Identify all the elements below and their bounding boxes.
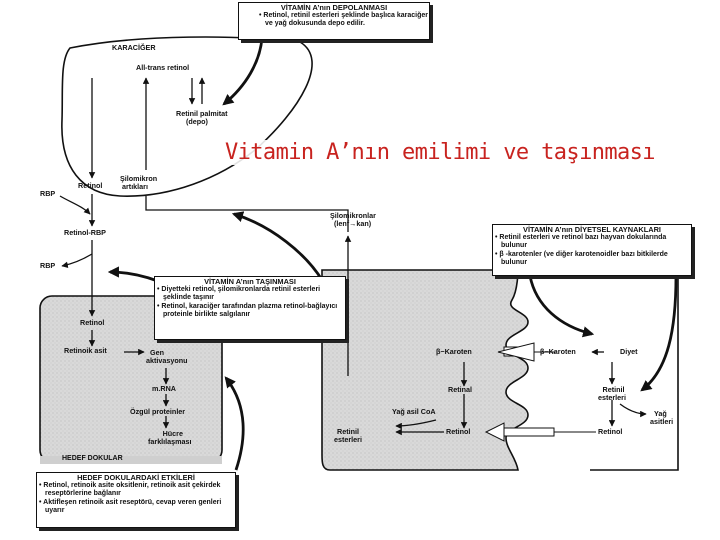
diyet-label: Diyet: [620, 347, 638, 356]
diyetsel-item-2: • β -karotenler (ve diğer karotenoidler …: [495, 250, 668, 266]
retinol-mid-label: Retinol: [446, 427, 471, 436]
beta-karoten-left-label: β−Karoten: [436, 347, 472, 356]
diyetsel-heading: VİTAMİN A’nın DİYETSEL KAYNAKLARI: [523, 225, 661, 234]
depolanma-heading: VİTAMİN A’nın DEPOLANMASI: [280, 3, 388, 12]
yag-asil-coa-label: Yağ asil CoA: [392, 407, 436, 416]
depolanma-box: VİTAMİN A’nın DEPOLANMASI • Retinol, ret…: [238, 2, 430, 40]
diyetsel-item-1: • Retinil esterleri ve retinol bazı hayv…: [495, 234, 667, 250]
retinal-label: Retinal: [448, 385, 472, 394]
all-trans-retinol-label: All-trans retinol: [136, 63, 190, 72]
beta-karoten-right-label: β−Karoten: [540, 347, 576, 356]
intestine-outer-wall: [590, 269, 679, 471]
retinol-rbp-label: Retinol-RBP: [64, 228, 106, 237]
silomikronlar-label: Şilomikronlar(lenf→kan): [330, 211, 376, 229]
tasinma-heading: VİTAMİN A’nın TAŞINMASI: [204, 277, 296, 286]
tasinma-item-1: • Diyetteki retinol, şilomikronlarda ret…: [157, 286, 321, 302]
intestine-cell-outline: [321, 269, 529, 471]
ozgul-proteinler-label: Özgül proteinler: [130, 407, 186, 416]
diagram-title: Vitamin A’nın emilimi ve taşınması: [222, 140, 658, 165]
rbp-top-label: RBP: [40, 189, 56, 198]
retinol-right-label: Retinol: [598, 427, 623, 436]
liver-retinol-label: Retinol: [78, 181, 103, 190]
hedef-etkileri-box: HEDEF DOKULARDAKİ ETKİLERİ • Retinol, re…: [36, 472, 236, 528]
mrna-label: m.RNA: [152, 384, 176, 393]
target-tissue-label: HEDEF DOKULAR: [62, 455, 123, 462]
depolanma-item: • Retinol, retinil esterleri şeklinde ba…: [259, 12, 428, 28]
retinil-palmitat-label: Retinil palmitat(depo): [176, 109, 228, 127]
tasinma-item-2: • Retinol, karaciğer tarafından plazma r…: [157, 302, 338, 318]
hedef-etkileri-item-1: • Retinol, retinoik asite oksitlenir, re…: [39, 482, 221, 498]
liver-label: KARACİĞER: [112, 43, 156, 52]
hedef-etkileri-heading: HEDEF DOKULARDAKİ ETKİLERİ: [77, 473, 195, 482]
diyetsel-box: VİTAMİN A’nın DİYETSEL KAYNAKLARI • Reti…: [492, 224, 692, 276]
hedef-etkileri-item-2: • Aktifleşen retinoik asit reseptörü, ce…: [39, 498, 222, 514]
retinoik-asit-label: Retinoik asit: [64, 346, 107, 355]
rbp-bottom-label: RBP: [40, 261, 56, 270]
tasinma-box: VİTAMİN A’nın TAŞINMASI • Diyetteki reti…: [154, 276, 346, 340]
target-retinol-label: Retinol: [80, 318, 105, 327]
